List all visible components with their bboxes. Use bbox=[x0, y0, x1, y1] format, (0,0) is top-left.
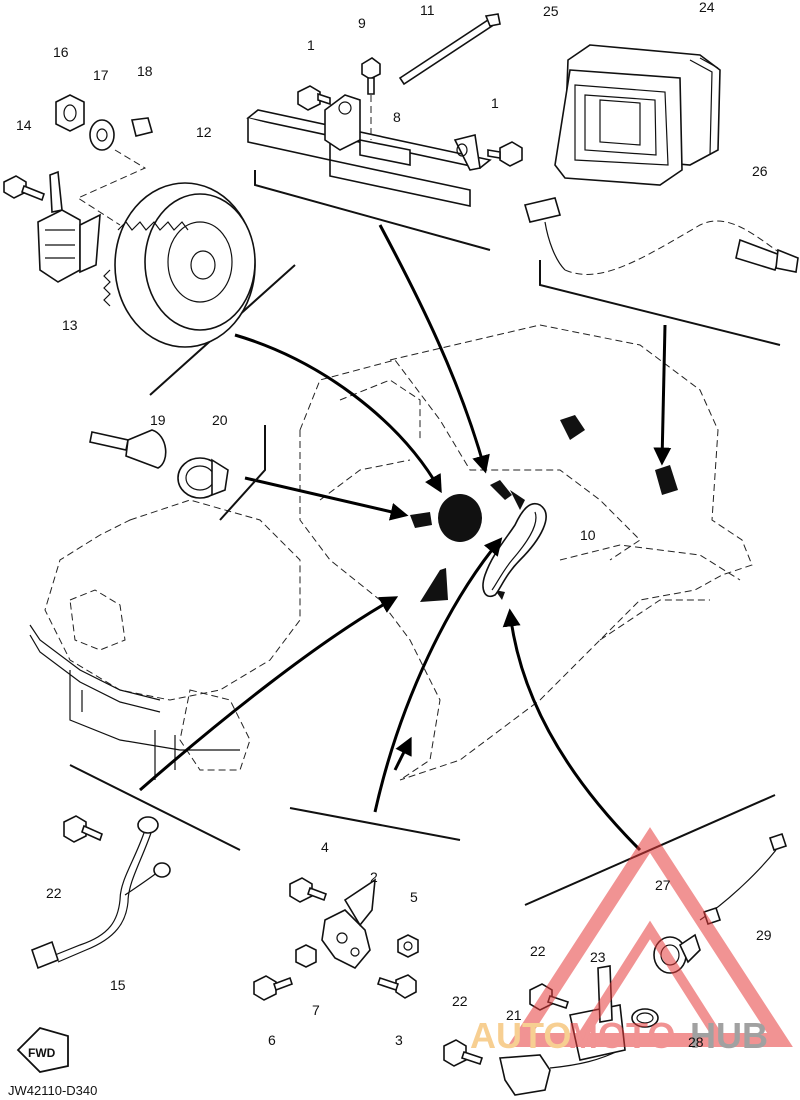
callout-15: 15 bbox=[110, 977, 126, 993]
callout-14: 14 bbox=[16, 117, 32, 133]
fwd-indicator: FWD bbox=[16, 1026, 69, 1073]
part-24-25-ecu bbox=[554, 44, 721, 186]
callout-1-right: 1 bbox=[491, 95, 499, 111]
callout-11: 11 bbox=[420, 2, 435, 18]
callout-29: 29 bbox=[756, 927, 772, 943]
leader-arrows bbox=[139, 224, 672, 852]
part-19-bulb bbox=[89, 429, 167, 469]
part-17-washer bbox=[89, 119, 115, 151]
callout-5: 5 bbox=[410, 889, 418, 905]
part-3-bolt bbox=[376, 974, 417, 999]
part-1-bolt-a bbox=[297, 85, 331, 111]
vehicle-outline bbox=[44, 324, 753, 781]
callout-20: 20 bbox=[212, 412, 228, 428]
part-22-bolt-left bbox=[63, 815, 103, 843]
part-8-bracket bbox=[246, 94, 492, 207]
callout-22-right-b: 22 bbox=[452, 993, 468, 1009]
callout-27: 27 bbox=[655, 877, 671, 893]
part-12-rotor bbox=[103, 182, 256, 348]
callout-22-right-a: 22 bbox=[530, 943, 546, 959]
callout-7: 7 bbox=[312, 1002, 320, 1018]
callout-25: 25 bbox=[543, 3, 559, 19]
part-26-harness bbox=[523, 197, 799, 275]
part-1-bolt-b bbox=[487, 141, 523, 167]
callout-24: 24 bbox=[699, 0, 715, 15]
watermark-moto: MOTO bbox=[568, 1015, 675, 1056]
callout-18: 18 bbox=[137, 63, 153, 79]
callout-17: 17 bbox=[93, 67, 109, 83]
callout-1-top: 1 bbox=[307, 37, 315, 53]
callout-4: 4 bbox=[321, 839, 329, 855]
watermark-hub: HUB bbox=[690, 1015, 768, 1056]
callout-22-left: 22 bbox=[46, 885, 62, 901]
drawing-code: JW42110-D340 bbox=[8, 1083, 97, 1098]
part-10-harness-loop bbox=[482, 503, 547, 597]
part-7-nut bbox=[295, 944, 317, 968]
part-6-bolt bbox=[253, 975, 294, 1001]
part-28-oring bbox=[631, 1008, 659, 1028]
part-2-bracket bbox=[321, 878, 376, 969]
watermark-auto: AUTO bbox=[470, 1015, 571, 1056]
part-9-bolt bbox=[361, 57, 381, 95]
front-rack bbox=[29, 624, 240, 780]
part-13-coil bbox=[37, 170, 101, 283]
part-5-nut bbox=[397, 934, 419, 958]
callout-3: 3 bbox=[395, 1032, 403, 1048]
callout-13: 13 bbox=[62, 317, 78, 333]
part-16-nut bbox=[55, 94, 85, 132]
part-4-bolt bbox=[289, 877, 328, 903]
part-11-cable-tie bbox=[398, 13, 501, 86]
callout-19: 19 bbox=[150, 412, 166, 428]
fwd-label: FWD bbox=[28, 1046, 56, 1060]
callout-9: 9 bbox=[358, 15, 366, 31]
callout-8: 8 bbox=[393, 109, 401, 125]
callout-28: 28 bbox=[688, 1034, 704, 1050]
part-15-wire-lead bbox=[31, 816, 171, 970]
part-20-socket bbox=[177, 457, 229, 499]
callout-26: 26 bbox=[752, 163, 768, 179]
part-14-bolt bbox=[3, 175, 45, 202]
callout-12: 12 bbox=[196, 124, 212, 140]
callout-16: 16 bbox=[53, 44, 69, 60]
callout-10: 10 bbox=[580, 527, 596, 543]
watermark-triangle bbox=[507, 827, 793, 1047]
callout-23: 23 bbox=[590, 949, 606, 965]
callout-labels: 1 1 2 3 4 5 6 7 8 9 10 11 12 13 14 15 16… bbox=[16, 0, 772, 1050]
callout-2: 2 bbox=[370, 869, 378, 885]
part-29-lead bbox=[699, 832, 788, 926]
watermark-logo: AUTO MOTO HUB bbox=[470, 827, 793, 1056]
callout-6: 6 bbox=[268, 1032, 276, 1048]
callout-21: 21 bbox=[506, 1007, 522, 1023]
part-22-bolt-right-b bbox=[443, 1039, 484, 1067]
part-18-key bbox=[131, 117, 153, 137]
